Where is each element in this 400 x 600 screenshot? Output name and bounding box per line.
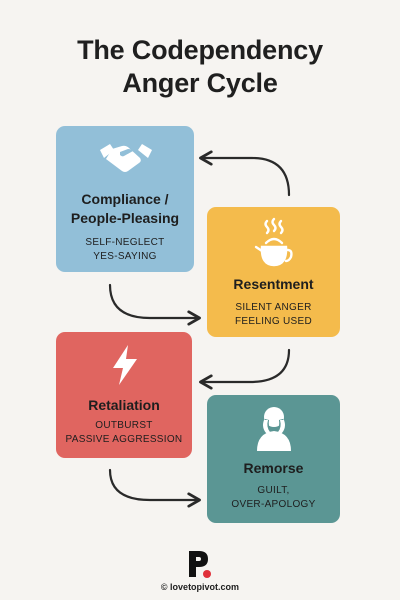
title-line-2: Anger Cycle [122,68,278,98]
card-compliance-sub-2: YES-SAYING [93,251,157,262]
pivot-logo-icon [189,551,211,578]
card-resentment: Resentment SILENT ANGER FEELING USED [207,207,340,337]
title-line-1: The Codependency [77,35,323,65]
arrow-compliance-to-resentment [108,283,201,326]
card-resentment-sub-2: FEELING USED [235,316,312,327]
lightning-bolt-icon [113,345,137,385]
arrow-resentment-to-retaliation [199,348,291,390]
distressed-person-icon [257,407,291,451]
card-compliance-title-2: People-Pleasing [70,210,180,226]
handshake-icon [100,144,152,172]
card-retaliation: Retaliation OUTBURST PASSIVE AGGRESSION [56,332,192,458]
card-remorse-sub-2: OVER-APOLOGY [231,499,316,510]
arrow-retaliation-to-remorse [108,468,201,508]
steaming-kettle-icon [254,217,293,267]
card-compliance-title-1: Compliance / [81,191,169,207]
card-retaliation-sub-1: OUTBURST [95,420,153,431]
card-compliance-sub-1: SELF-NEGLECT [85,237,165,248]
arrow-resentment-to-compliance [199,150,291,197]
card-retaliation-title: Retaliation [88,397,160,413]
card-remorse: Remorse GUILT, OVER-APOLOGY [207,395,340,523]
card-resentment-sub-1: SILENT ANGER [235,302,312,313]
card-resentment-title: Resentment [233,276,314,292]
card-compliance: Compliance / People-Pleasing SELF-NEGLEC… [56,126,194,272]
card-retaliation-sub-2: PASSIVE AGGRESSION [65,434,183,445]
page-title: The Codependency Anger Cycle [0,34,400,100]
card-remorse-sub-1: GUILT, [257,485,290,496]
card-remorse-title: Remorse [243,460,304,476]
footer-copyright: © lovetopivot.com [160,582,240,592]
